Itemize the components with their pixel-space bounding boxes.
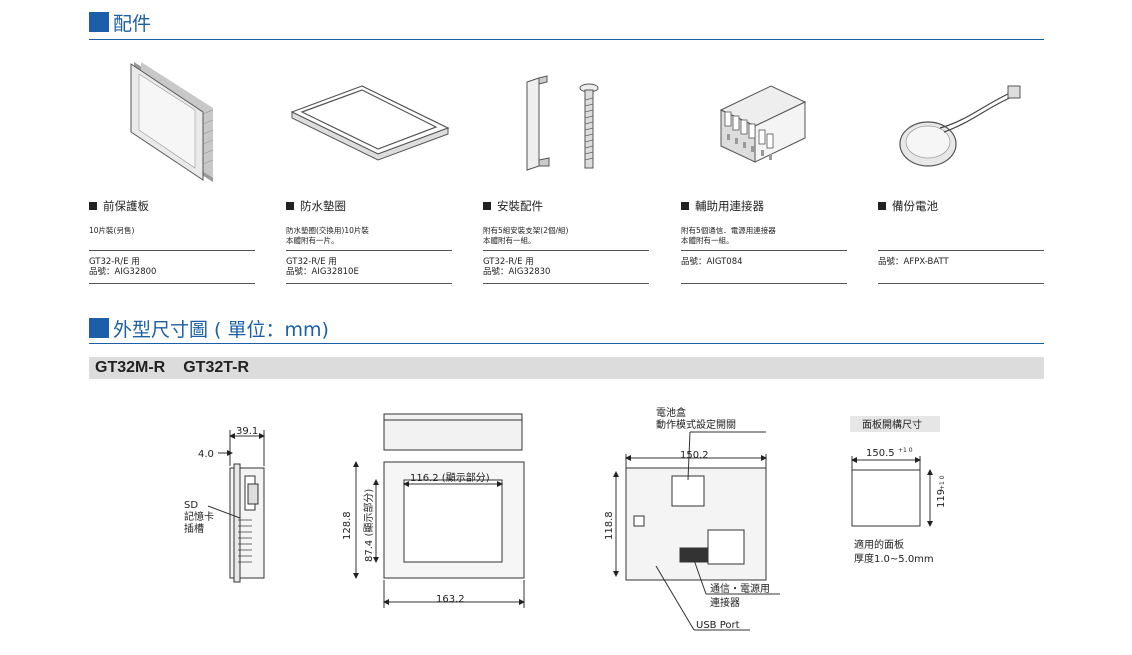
callout-connector: 通信・電源用 — [710, 582, 770, 595]
model-text: GT32-R/E 用 — [89, 257, 140, 267]
cutout-note: 厚度1.0~5.0mm — [854, 552, 934, 565]
battery-image — [878, 50, 1044, 190]
desc-line: 本體附有一組。 — [681, 236, 734, 245]
divider — [483, 250, 649, 251]
accessory-connector: 輔助用連接器 附有5個通信．電源用連接器本體附有一組。 品號：AIGT084 — [681, 50, 847, 284]
desc-line: 本體附有一片。 — [286, 236, 339, 245]
gasket-name: 防水墊圈 — [286, 198, 452, 214]
callout-connector: 連接器 — [710, 596, 740, 609]
accessory-name-text: 備份電池 — [892, 199, 938, 213]
model-bar: GT32M-R GT32T-R — [89, 357, 1044, 379]
connector-image — [681, 50, 847, 190]
bullet-square-icon — [89, 202, 97, 210]
cutout-title: 面板開構尺寸 — [862, 418, 922, 431]
connector-name: 輔助用連接器 — [681, 198, 847, 214]
front-protector-desc: 10片裝(另售) — [89, 226, 255, 250]
cutout-height-label: 119 — [936, 489, 947, 508]
bullet-square-icon — [681, 202, 689, 210]
part-number: 品號：AIG32830 — [483, 267, 551, 277]
accessory-name-text: 防水墊圈 — [300, 199, 346, 213]
divider — [89, 283, 255, 284]
accessory-name-text: 安裝配件 — [497, 199, 543, 213]
mounting-kit-name: 安裝配件 — [483, 198, 649, 214]
front-view — [353, 413, 525, 608]
divider — [286, 283, 452, 284]
side-depth-label: 39.1 — [236, 426, 258, 437]
desc-line: 附有5組安裝支架(2個/組) — [483, 226, 569, 235]
panel-cutout — [850, 416, 940, 527]
front-protector-image — [89, 50, 255, 190]
side-view — [207, 430, 265, 583]
divider — [878, 283, 1044, 284]
bullet-square-icon — [286, 202, 294, 210]
part-number: 品號：AFPX-BATT — [878, 257, 949, 267]
battery-name: 備份電池 — [878, 198, 1044, 214]
front-protector-name: 前保護板 — [89, 198, 255, 214]
accessory-mounting-kit: 安裝配件 附有5組安裝支架(2個/組)本體附有一組。 GT32-R/E 用品號：… — [483, 50, 649, 284]
sd-label-line: SD — [184, 500, 198, 511]
rear-width-label: 150.2 — [680, 450, 709, 461]
rear-height-label: 118.8 — [604, 511, 615, 540]
accessories-title-text: 配件 — [113, 12, 152, 35]
divider — [89, 250, 255, 251]
battery-model: 品號：AFPX-BATT — [878, 251, 1044, 283]
connector-desc: 附有5個通信．電源用連接器本體附有一組。 — [681, 226, 847, 250]
desc-line: 防水墊圈(交換用)10片裝 — [286, 226, 369, 235]
dimensions-section-title: 外型尺寸圖 ( 單位：mm) — [89, 315, 329, 341]
desc-line: 10片裝(另售) — [89, 226, 135, 235]
mounting-kit-model: GT32-R/E 用品號：AIG32830 — [483, 251, 649, 283]
side-offset-label: 4.0 — [198, 449, 214, 460]
accessory-waterproof-gasket: 防水墊圈 防水墊圈(交換用)10片裝本體附有一片。 GT32-R/E 用品號：A… — [286, 50, 452, 284]
divider — [681, 283, 847, 284]
display-height-label: 87.4 (顯示部分) — [362, 489, 375, 562]
part-number: 品號：AIG32800 — [89, 267, 157, 277]
cutout-note: 適用的面板 — [854, 538, 904, 551]
accessories-section-title: 配件 — [89, 9, 151, 35]
accessory-front-protector: 前保護板 10片裝(另售) GT32-R/E 用品號：AIG32800 — [89, 50, 255, 284]
battery-desc — [878, 226, 1044, 250]
front-protector-model: GT32-R/E 用品號：AIG32800 — [89, 251, 255, 283]
sd-label-line: 插槽 — [184, 522, 204, 535]
display-width-label: 116.2 (顯示部分) — [410, 471, 490, 484]
section-rule — [89, 39, 1044, 40]
mounting-kit-image — [483, 50, 649, 190]
bullet-square-icon — [878, 202, 886, 210]
gasket-model: GT32-R/E 用品號：AIG32810E — [286, 251, 452, 283]
model-text: GT32-R/E 用 — [483, 257, 534, 267]
dimensions-title-text: 外型尺寸圖 ( 單位：mm) — [113, 318, 329, 341]
mounting-kit-desc: 附有5組安裝支架(2個/組)本體附有一組。 — [483, 226, 649, 250]
part-number: 品號：AIG32810E — [286, 267, 359, 277]
cutout-height-tolerance: +1 0 — [939, 475, 946, 490]
front-height-label: 128.8 — [342, 511, 353, 540]
connector-model: 品號：AIGT084 — [681, 251, 847, 283]
gasket-desc: 防水墊圈(交換用)10片裝本體附有一片。 — [286, 226, 452, 250]
model-text: GT32-R/E 用 — [286, 257, 337, 267]
section-rule — [89, 343, 1044, 344]
callout-battery-box: 電池盒 — [656, 406, 686, 419]
part-number: 品號：AIGT084 — [681, 257, 743, 267]
accessory-name-text: 前保護板 — [103, 199, 149, 213]
bullet-square-icon — [483, 202, 491, 210]
cutout-width-label: 150.5 — [866, 448, 895, 459]
desc-line: 附有5個通信．電源用連接器 — [681, 226, 776, 235]
model-name: GT32M-R — [95, 359, 166, 376]
accessory-backup-battery: 備份電池 品號：AFPX-BATT — [878, 50, 1044, 284]
divider — [681, 250, 847, 251]
front-width-label: 163.2 — [436, 594, 465, 605]
model-name: GT32T-R — [183, 359, 250, 376]
dimension-drawings: 39.1 4.0 SD 記憶卡 插槽 163.2 128.8 87.4 (顯示部… — [184, 406, 947, 631]
desc-line: 本體附有一組。 — [483, 236, 536, 245]
rear-view — [613, 431, 780, 631]
callout-mode-switch: 動作模式設定開關 — [656, 418, 736, 431]
cutout-width-tolerance: +1 0 — [898, 447, 913, 454]
callout-usb-port: USB Port — [696, 620, 740, 631]
divider — [483, 283, 649, 284]
section-marker — [89, 12, 109, 32]
gasket-image — [286, 50, 452, 190]
divider — [878, 250, 1044, 251]
sd-label-line: 記憶卡 — [184, 510, 214, 523]
accessory-name-text: 輔助用連接器 — [695, 199, 764, 213]
divider — [286, 250, 452, 251]
section-marker — [89, 318, 109, 338]
